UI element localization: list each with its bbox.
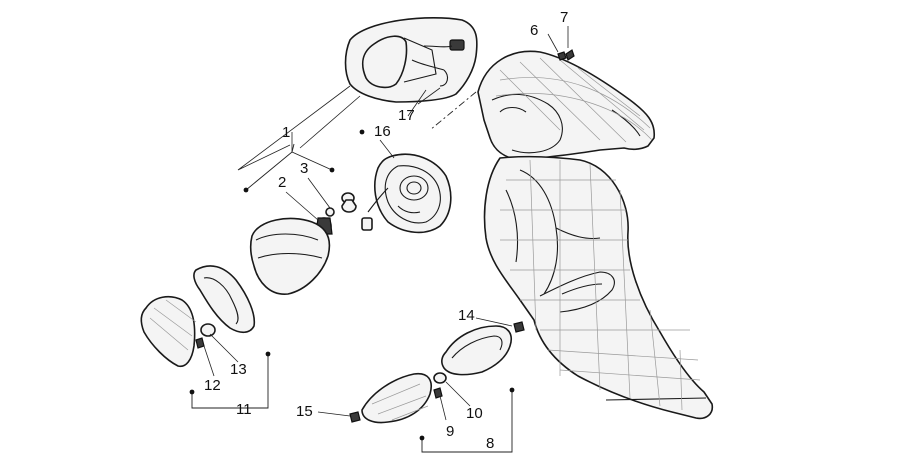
callout-17: 17 — [398, 107, 415, 124]
callout-7: 7 — [560, 9, 568, 26]
callout-9: 9 — [446, 423, 454, 440]
callout-11: 11 — [236, 401, 252, 418]
callout-15: 15 — [296, 403, 313, 420]
front-shield-assembly — [477, 50, 714, 420]
indicator-right-assembly — [349, 49, 575, 424]
alignment-line — [429, 91, 477, 131]
callout-labels: 1 2 3 6 7 8 9 10 11 12 13 14 15 16 17 — [204, 9, 568, 452]
callout-6: 6 — [530, 22, 538, 39]
callout-8: 8 — [486, 435, 494, 452]
leader-lines — [203, 26, 569, 421]
assembly-brackets — [191, 143, 513, 453]
callout-1: 1 — [282, 124, 290, 141]
handlebar-cover — [477, 50, 655, 161]
callout-3: 3 — [300, 160, 308, 177]
callout-2: 2 — [278, 174, 286, 191]
inset-lens — [361, 35, 408, 89]
detail-inset — [237, 16, 478, 171]
inset-connector — [449, 39, 465, 51]
callout-16: 16 — [374, 123, 391, 140]
reference-dots — [189, 129, 515, 441]
callout-10: 10 — [466, 405, 483, 422]
headlight-lens — [249, 217, 331, 295]
callout-13: 13 — [230, 361, 247, 378]
callout-12: 12 — [204, 377, 221, 394]
headlight-housing — [361, 153, 452, 234]
callout-14: 14 — [458, 307, 475, 324]
indicator-left-assembly — [140, 265, 256, 368]
leg-shield — [483, 155, 714, 420]
